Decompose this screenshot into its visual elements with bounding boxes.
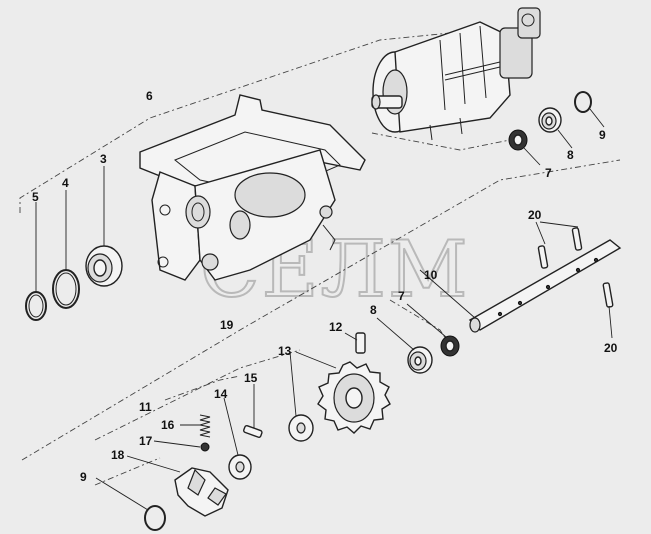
motor-assembly	[371, 7, 541, 141]
callout-7-lower: 7	[398, 289, 405, 303]
part-7-top-seal	[508, 129, 528, 151]
callout-8-top: 8	[567, 148, 574, 162]
part-16-spring	[199, 414, 211, 438]
washer-14	[228, 454, 252, 480]
part-12-key	[355, 332, 366, 354]
part-8-lower-bearing	[407, 346, 433, 374]
callout-6: 6	[146, 89, 153, 103]
part-13-gear	[317, 361, 391, 434]
callout-5: 5	[32, 190, 39, 204]
part-3-bearing	[85, 245, 123, 287]
part-9-top-ring	[574, 91, 592, 113]
callout-9-top: 9	[599, 128, 606, 142]
callout-8-lower: 8	[370, 303, 377, 317]
part-9-lower-ring	[144, 505, 166, 531]
callout-15: 15	[244, 371, 258, 385]
callout-20-top: 20	[528, 208, 542, 222]
callouts: 6 5 4 3 9 8 7 20 10 7 8 19 12 13 20 15 1…	[32, 89, 618, 484]
part-18-clutch	[174, 467, 229, 517]
axis-lines	[19, 31, 621, 486]
callout-16: 16	[161, 418, 175, 432]
callout-10: 10	[424, 268, 438, 282]
part-20-pins	[537, 227, 614, 308]
part-7-lower-seal	[440, 335, 460, 357]
callout-19: 19	[220, 318, 234, 332]
part-4-circlip	[52, 269, 80, 309]
callout-11: 11	[139, 400, 152, 414]
callout-20-lower: 20	[604, 341, 618, 355]
part-5-snap-ring	[25, 291, 47, 321]
callout-12: 12	[329, 320, 343, 334]
callout-3: 3	[100, 152, 107, 166]
part-14-washer	[288, 414, 314, 442]
callout-9-lower: 9	[80, 470, 87, 484]
callout-14: 14	[214, 387, 228, 401]
part-8-top-bearing	[538, 107, 562, 133]
part-15-pin	[243, 424, 263, 438]
part-10-shaft	[468, 239, 622, 333]
callout-18: 18	[111, 448, 125, 462]
gearbox-housing	[139, 94, 366, 281]
callout-13: 13	[278, 344, 292, 358]
part-17-ball	[200, 442, 210, 452]
leader-lines	[35, 108, 613, 511]
callout-7-top: 7	[545, 166, 552, 180]
callout-17: 17	[139, 434, 153, 448]
callout-4: 4	[62, 176, 69, 190]
